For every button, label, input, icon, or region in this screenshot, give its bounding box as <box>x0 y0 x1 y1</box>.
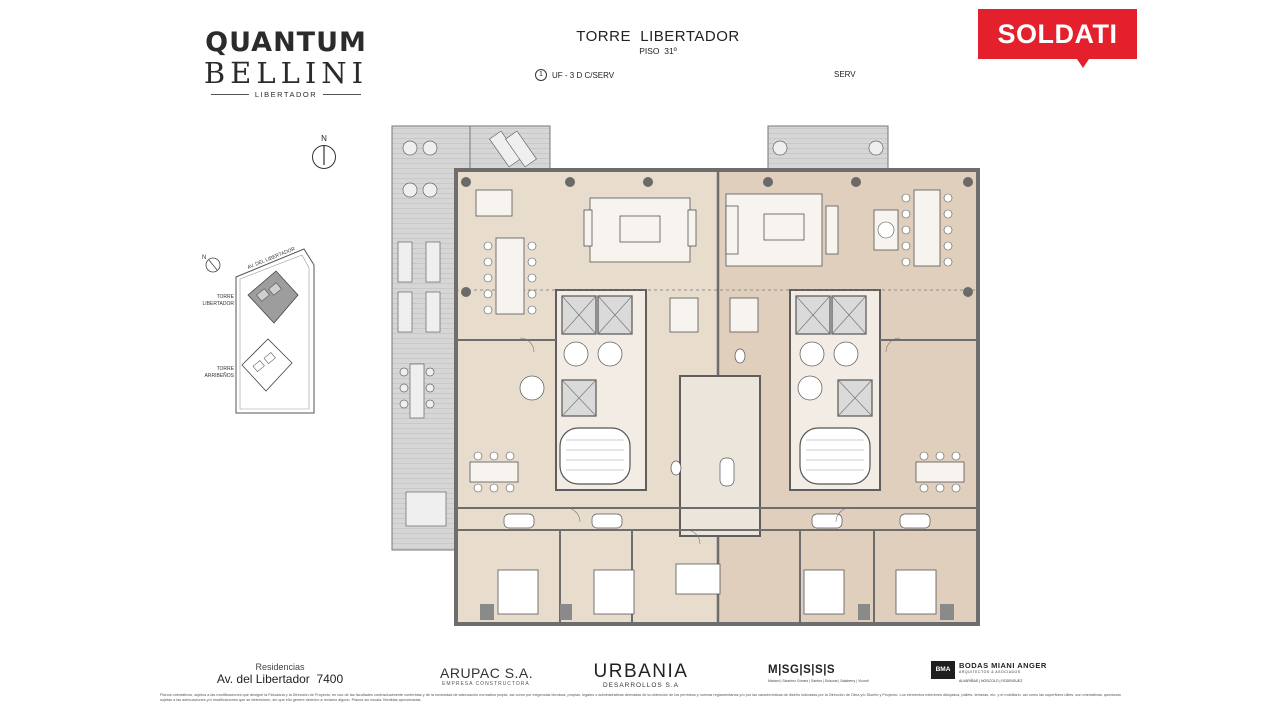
legal-disclaimer: Planos orientativos, sujetos a las modif… <box>160 693 1121 702</box>
closets <box>480 604 954 620</box>
arupac-logo: ARUPAC S.A. EMPRESA CONSTRUCTORA <box>440 665 533 687</box>
logo-line-libertador: LIBERTADOR <box>196 90 376 99</box>
tower-libertador-footprint <box>247 270 299 324</box>
unit-legend: 1 UF - 3 D C/SERV <box>535 69 614 81</box>
quantum-bellini-logo: QUANTUM BELLINI LIBERTADOR <box>196 27 376 100</box>
dining-chairs <box>473 193 961 493</box>
site-north-icon <box>205 257 221 273</box>
urbania-logo: URBANIA DESARROLLOS S.A <box>584 661 698 689</box>
logo-rule-left <box>210 94 249 95</box>
residencias-address: Residencias Av. del Libertador 7400 <box>200 662 360 686</box>
address-text: Av. del Libertador 7400 <box>216 672 344 686</box>
residencias-label: Residencias <box>255 662 305 672</box>
logo-line-quantum: QUANTUM <box>205 27 367 58</box>
urbania-subtitle: DESARROLLOS S.A <box>602 682 680 689</box>
msgsss-logo: M|SG|S|S|S Mariani | Sánchez Gómez | San… <box>768 664 869 683</box>
terrace-top-right <box>767 125 889 171</box>
door-swings <box>519 337 901 545</box>
bma-box: BMA <box>931 661 955 679</box>
beds <box>497 563 937 615</box>
compass-icon <box>312 145 336 169</box>
interior-walls <box>456 339 978 622</box>
bma-text: BODAS MIANI ANGER ARQUITECTOS & ASOCIADO… <box>959 661 1047 683</box>
logo-libertador-text: LIBERTADOR <box>254 90 318 99</box>
bma-name: BODAS MIANI ANGER <box>959 661 1047 670</box>
unit-number-badge: 1 <box>535 69 547 81</box>
floor-subtitle: PISO 31º <box>639 46 677 56</box>
serv-label: SERV <box>834 70 856 79</box>
urbania-name: URBANIA <box>593 661 689 682</box>
bma-subtitle: ARQUITECTOS & ASOCIADOS <box>959 670 1021 674</box>
core-circles <box>519 341 859 401</box>
arupac-subtitle: EMPRESA CONSTRUCTORA <box>442 681 530 687</box>
floor-plan <box>391 125 980 626</box>
site-north-label: N <box>202 255 206 261</box>
north-compass: N <box>310 134 338 176</box>
msgsss-subtitle: Mariani | Sánchez Gómez | Santos | Solso… <box>768 679 869 683</box>
tower-arribenos-footprint <box>241 338 293 392</box>
tower-title: TORRE LIBERTADOR <box>576 28 740 45</box>
bma-partners: ALVARIÑAS | NOSCOLO | RODRIGUEZ <box>959 679 1023 683</box>
msgsss-name: M|SG|S|S|S <box>768 664 836 676</box>
bathroom-fixtures <box>503 348 931 529</box>
stair-treads <box>566 439 864 471</box>
north-compass-label: N <box>321 134 327 143</box>
living-dining-furniture <box>469 189 965 483</box>
terrace-furniture <box>397 130 884 527</box>
elevator-crosses <box>561 295 873 417</box>
soldati-logo-pointer <box>1077 59 1089 68</box>
structural-columns <box>461 177 973 297</box>
unit-type-label: UF - 3 D C/SERV <box>552 70 615 80</box>
arupac-name: ARUPAC S.A. <box>440 665 534 681</box>
soldati-logo: SOLDATI <box>978 9 1137 59</box>
logo-rule-right <box>323 94 362 95</box>
bma-logo: BMA BODAS MIANI ANGER ARQUITECTOS & ASOC… <box>931 661 1047 683</box>
logo-line-bellini: BELLINI <box>203 56 369 90</box>
plan-title-block: TORRE LIBERTADOR PISO 31º <box>530 28 786 56</box>
